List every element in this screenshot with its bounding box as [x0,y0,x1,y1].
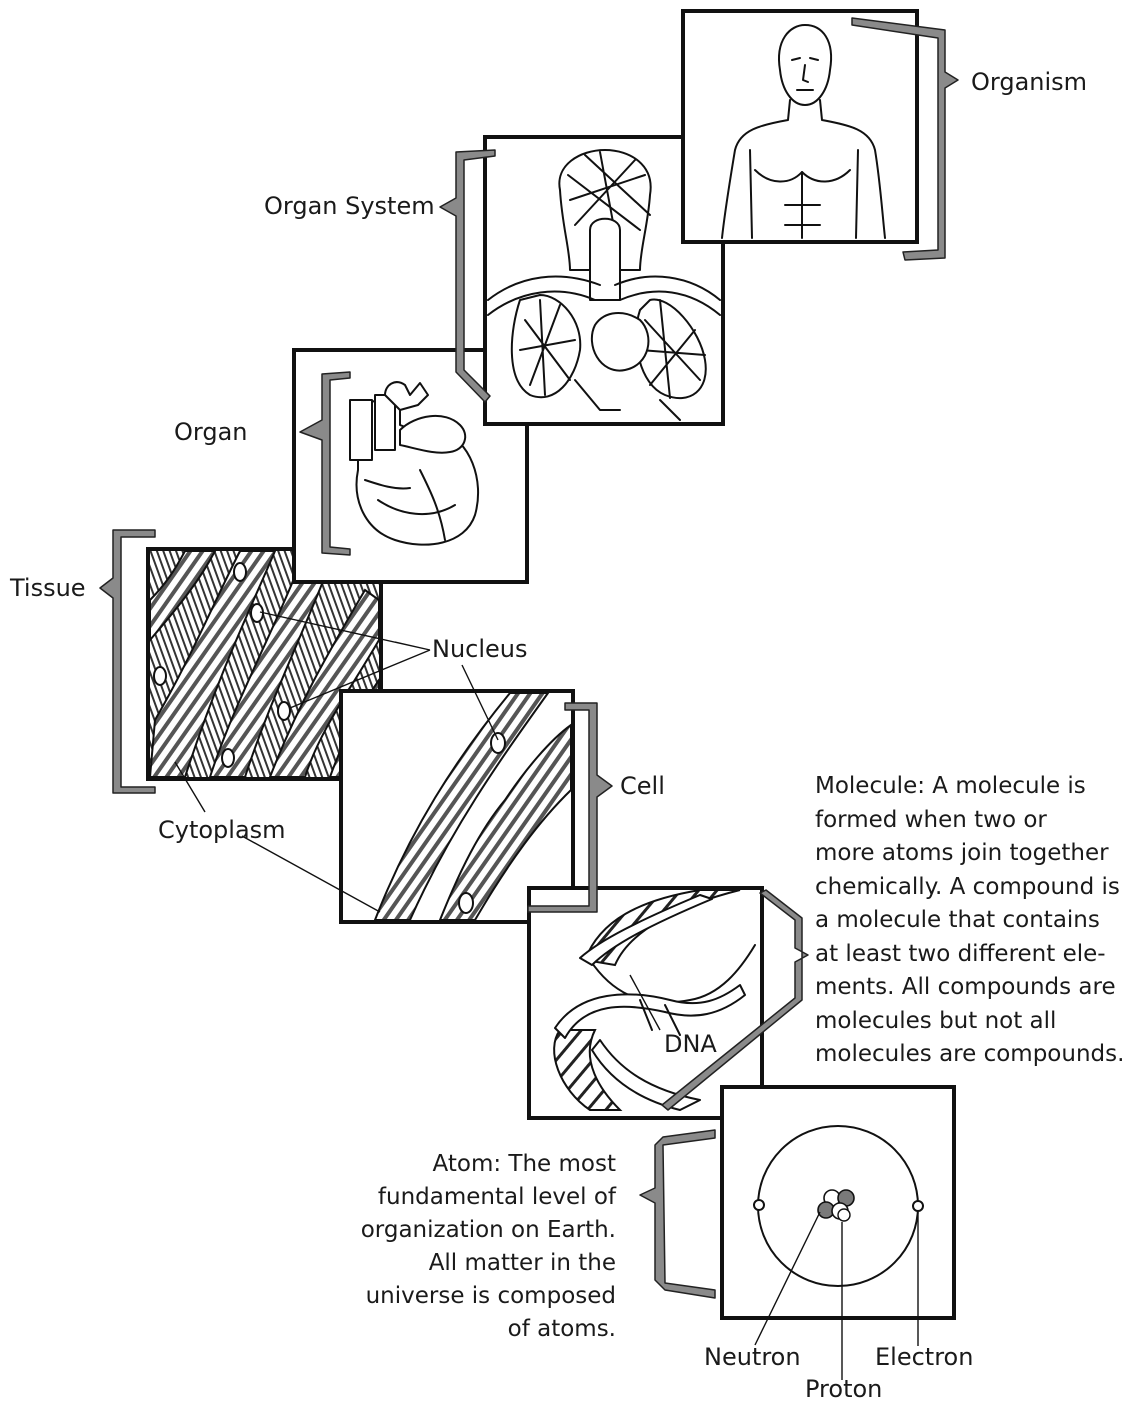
atom-text-line: Atom: The most [433,1151,616,1177]
label-tissue: Tissue [9,574,86,602]
label-neutron: Neutron [704,1343,801,1371]
molecule-text-line: chemically. A compound is [815,874,1120,900]
label-organ: Organ [174,418,248,446]
label-nucleus: Nucleus [432,635,528,663]
molecule-text-line: molecules are compounds. [815,1041,1124,1067]
atom-text-line: universe is composed [366,1283,616,1309]
atom-bracket [640,1130,715,1298]
label-cytoplasm: Cytoplasm [158,816,286,844]
label-proton: Proton [805,1375,882,1401]
label-electron: Electron [875,1343,973,1371]
molecule-text-line: Molecule: A molecule is [815,773,1086,799]
cell-nucleus-2 [459,893,473,913]
cell-nucleus [491,733,505,753]
label-organ-system: Organ System [264,192,435,220]
atom-text-line: of atoms. [508,1316,616,1342]
label-cell: Cell [620,772,665,800]
molecule-text-line: molecules but not all [815,1008,1056,1034]
atom-text-line: All matter in the [429,1250,616,1276]
atom-description: Atom: The most fundamental level of orga… [361,1151,617,1342]
organism-panel [683,11,917,242]
molecule-text-line: formed when two or [815,807,1047,833]
atom-panel [722,1087,954,1318]
electron-right [913,1201,923,1211]
molecule-description: Molecule: A molecule is formed when two … [815,773,1124,1067]
molecule-text-line: at least two different ele- [815,941,1106,967]
electron-left [754,1200,764,1210]
label-organism: Organism [971,68,1087,96]
molecule-text-line: ments. All compounds are [815,974,1116,1000]
molecule-text-line: more atoms join together [815,840,1109,866]
label-dna: DNA [664,1030,717,1058]
molecule-text-line: a molecule that contains [815,907,1100,933]
atom-text-line: fundamental level of [378,1184,617,1210]
atom-text-line: organization on Earth. [361,1217,616,1243]
